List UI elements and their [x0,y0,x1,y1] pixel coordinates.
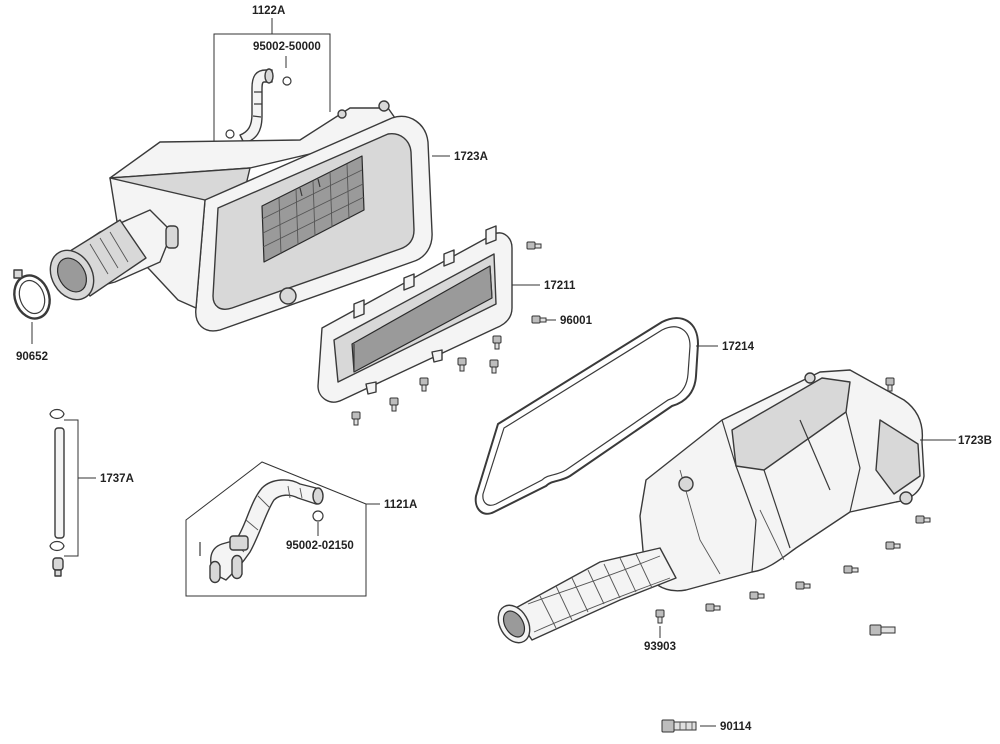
air-cleaner-cover-1723B [497,369,925,644]
label-93903: 93903 [644,641,676,653]
breather-hose-1122A [225,68,292,144]
label-90114: 90114 [720,721,752,733]
label-17214: 17214 [722,341,755,353]
cover-snorkel [497,547,677,644]
air-cleaner-case-1723A [49,100,433,332]
drain-tube-1737A [49,408,96,577]
label-95002-50000: 95002-50000 [253,41,321,53]
label-1723A: 1723A [454,151,488,163]
gasket-17214 [474,317,699,515]
label-1737A: 1737A [100,473,134,485]
label-1723B: 1723B [958,435,992,447]
label-96001: 96001 [560,315,593,327]
bolt-90114 [661,719,697,733]
screws-cover-group [655,377,931,636]
label-1121A: 1121A [384,499,417,511]
air-filter-element-17211 [317,225,513,403]
screws-element-group [351,241,547,426]
case-grille [261,155,365,263]
label-1122A: 1122A [252,5,285,17]
label-17211: 17211 [544,280,576,292]
group-1122A-bracket [213,18,331,146]
label-95002-02150: 95002-02150 [286,540,354,552]
hose-group-1121A [185,461,380,597]
clamp-90652 [13,269,51,320]
intake-boot [49,219,147,301]
label-90652: 90652 [16,351,48,363]
